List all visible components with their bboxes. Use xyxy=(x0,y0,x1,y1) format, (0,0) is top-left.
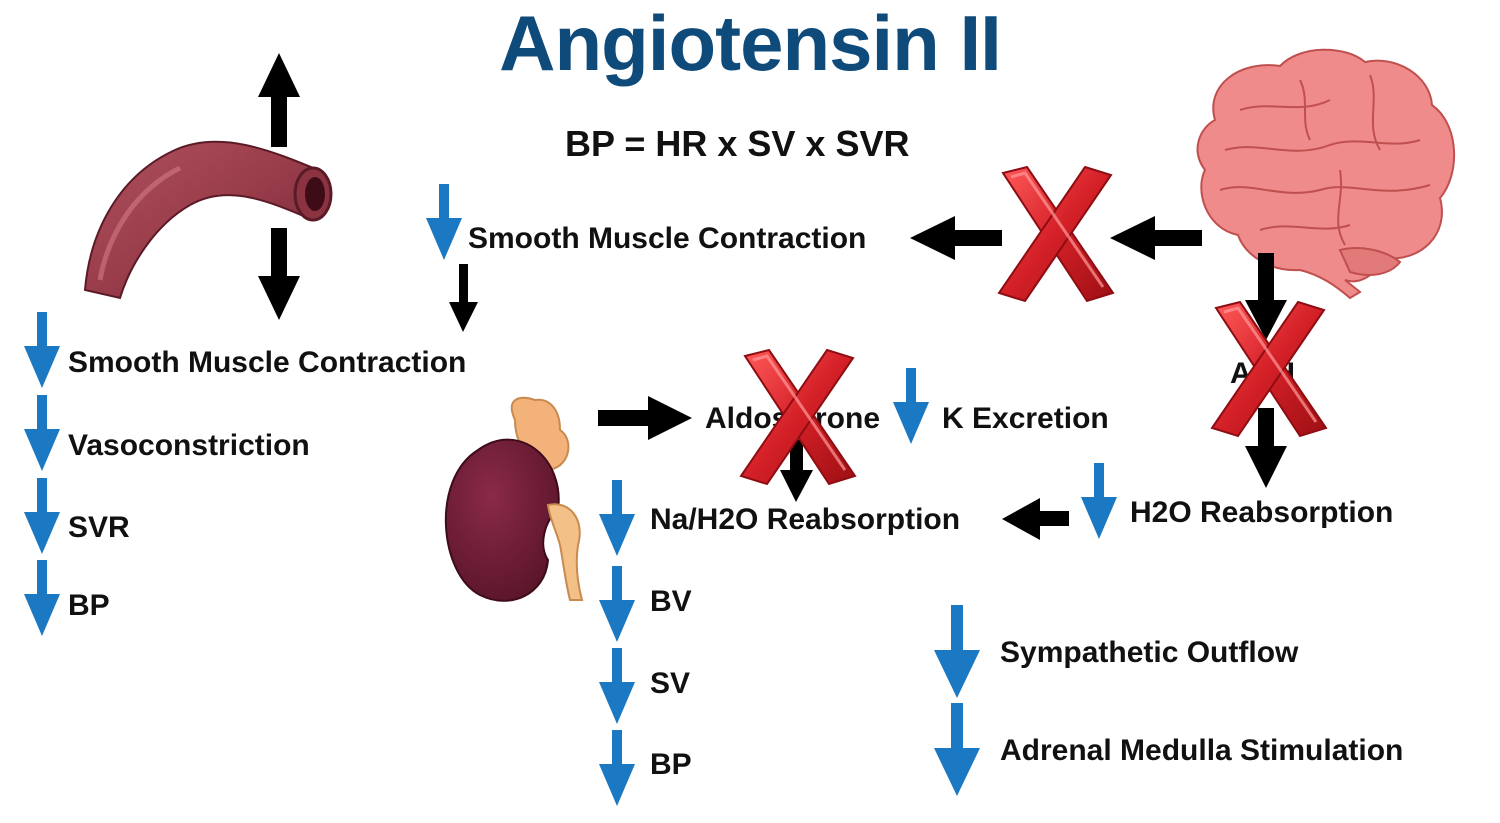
decrease-arrow-icon xyxy=(934,703,980,796)
decrease-arrow-icon xyxy=(24,478,60,554)
cross-mark-icon xyxy=(997,165,1115,303)
adh-down-arrow xyxy=(1245,408,1287,488)
left-arrow xyxy=(1110,216,1202,260)
decrease-arrow-icon xyxy=(24,312,60,388)
vessel-down-arrow xyxy=(258,228,300,320)
brain-down-arrow xyxy=(1245,253,1287,340)
brain-list-item: Adrenal Medulla Stimulation xyxy=(1000,734,1404,767)
left-arrow xyxy=(1002,498,1069,540)
decrease-arrow-icon xyxy=(24,395,60,471)
bp-formula: BP = HR x SV x SVR xyxy=(565,123,910,164)
kidney-list-item: BP xyxy=(650,748,692,781)
kidney-list-item: SV xyxy=(650,667,691,700)
small-down-arrow xyxy=(449,264,478,332)
k-excretion-label: K Excretion xyxy=(942,402,1109,435)
decrease-arrow-icon xyxy=(599,566,635,642)
vessel-list-item: BP xyxy=(68,589,110,622)
h2o-reabsorption-label: H2O Reabsorption xyxy=(1130,496,1394,529)
kidney-list-item: Na/H2O Reabsorption xyxy=(650,503,961,536)
decrease-arrow-icon xyxy=(599,730,635,806)
brain-icon xyxy=(1196,48,1456,300)
brain-list-item: Sympathetic Outflow xyxy=(1000,636,1299,669)
blood-vessel-icon xyxy=(83,140,333,300)
decrease-arrow-icon xyxy=(599,480,635,556)
decrease-arrow-icon xyxy=(1081,463,1117,539)
right-arrow xyxy=(598,396,692,440)
decrease-arrow-icon xyxy=(893,368,929,444)
diagram-title: Angiotensin II xyxy=(499,0,1002,87)
decrease-arrow-icon xyxy=(24,560,60,636)
kidney-icon xyxy=(444,396,584,602)
kidney-list-item: BV xyxy=(650,585,692,618)
vessel-up-arrow xyxy=(258,53,300,147)
vessel-top-text: Smooth Muscle Contraction xyxy=(468,222,867,255)
decrease-arrow-icon xyxy=(426,184,462,260)
decrease-arrow-icon xyxy=(599,648,635,724)
vessel-list-item: Smooth Muscle Contraction xyxy=(68,346,467,379)
decrease-arrow-icon xyxy=(934,605,980,698)
vessel-list-item: Vasoconstriction xyxy=(68,429,310,462)
vessel-list-item: SVR xyxy=(68,511,130,544)
aldosterone-down-arrow xyxy=(780,440,813,502)
left-arrow xyxy=(910,216,1002,260)
